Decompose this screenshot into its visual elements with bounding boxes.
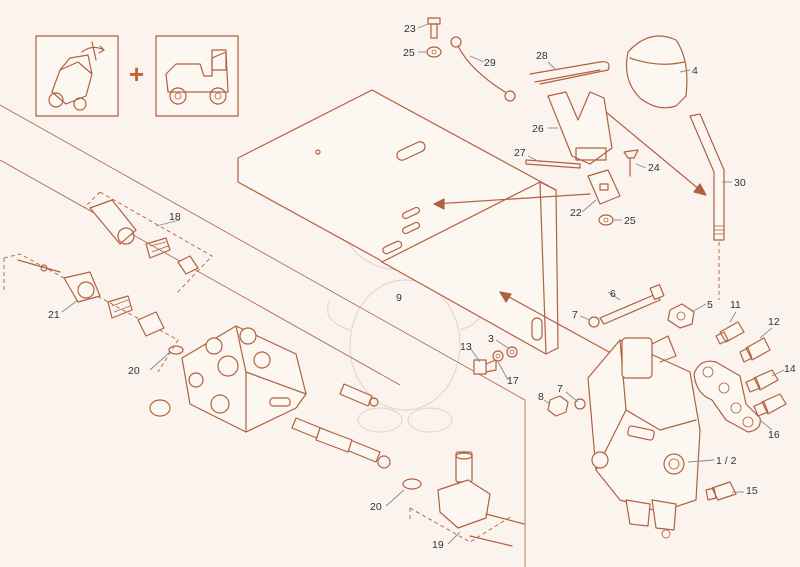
callout-13: 13 bbox=[460, 341, 472, 353]
spool-group-21 bbox=[3, 253, 184, 373]
nut-8 bbox=[547, 395, 569, 417]
callout-22: 22 bbox=[570, 207, 582, 219]
callout-20b: 20 bbox=[370, 501, 382, 513]
actuator-19 bbox=[409, 451, 525, 547]
callout-16: 16 bbox=[768, 429, 780, 441]
o-ring-20 bbox=[402, 478, 422, 490]
control-valve bbox=[587, 335, 701, 539]
pin-clip-28 bbox=[529, 61, 610, 85]
valve-section bbox=[149, 325, 307, 433]
fitting-12 bbox=[739, 337, 771, 363]
callout-25b: 25 bbox=[624, 215, 636, 227]
bolt-13 bbox=[473, 359, 497, 375]
fitting-15 bbox=[705, 481, 737, 501]
arrow-plate bbox=[499, 291, 621, 359]
nut-5 bbox=[667, 303, 695, 329]
frame-line-a bbox=[0, 104, 526, 567]
long-bolt-6 bbox=[599, 283, 665, 325]
screw-24 bbox=[623, 149, 639, 177]
callout-3: 3 bbox=[488, 333, 494, 345]
fitting-14 bbox=[745, 369, 779, 393]
dumper-vehicle-icon bbox=[155, 35, 239, 117]
callout-15: 15 bbox=[746, 485, 758, 497]
callouts: 23 25 29 28 4 26 27 24 30 22 25 18 9 6 5… bbox=[48, 23, 796, 551]
callout-19: 19 bbox=[432, 539, 444, 551]
callout-4: 4 bbox=[692, 65, 698, 77]
callout-14: 14 bbox=[784, 363, 796, 375]
rod-27 bbox=[525, 159, 581, 169]
callout-20a: 20 bbox=[128, 365, 140, 377]
fitting-16 bbox=[753, 393, 787, 417]
callout-21: 21 bbox=[48, 309, 60, 321]
callout-26: 26 bbox=[532, 123, 544, 135]
lever-30 bbox=[689, 113, 725, 300]
plus-sign: + bbox=[129, 59, 144, 89]
callout-8: 8 bbox=[538, 391, 544, 403]
block-22 bbox=[587, 169, 621, 205]
frame-line-b bbox=[0, 159, 401, 386]
callout-7a: 7 bbox=[572, 309, 578, 321]
callout-17: 17 bbox=[507, 375, 519, 387]
callout-7b: 7 bbox=[557, 383, 563, 395]
solenoid-group-18 bbox=[83, 191, 213, 295]
nut-25-top bbox=[426, 46, 442, 58]
callout-18: 18 bbox=[169, 211, 181, 223]
mounting-plate bbox=[237, 89, 559, 355]
lanyard-29 bbox=[450, 36, 516, 102]
washer-17 bbox=[492, 350, 504, 362]
steering-control-icon bbox=[35, 35, 119, 117]
washer-3 bbox=[506, 346, 518, 358]
callout-27: 27 bbox=[514, 147, 526, 159]
arrowhead-plate bbox=[499, 291, 512, 303]
callout-12: 12 bbox=[768, 316, 780, 328]
callout-29: 29 bbox=[484, 57, 496, 69]
callout-11: 11 bbox=[730, 299, 741, 311]
nut-25-lower bbox=[598, 214, 614, 226]
callout-1-2: 1 / 2 bbox=[716, 455, 737, 467]
callout-5: 5 bbox=[707, 299, 713, 311]
washer-7 bbox=[588, 316, 600, 328]
callout-24: 24 bbox=[648, 162, 660, 174]
arrowhead-left bbox=[433, 198, 445, 210]
knob-4 bbox=[625, 35, 688, 109]
leader-lines bbox=[61, 23, 785, 545]
bracket-26 bbox=[547, 91, 613, 165]
callout-9: 9 bbox=[396, 292, 402, 304]
callout-25a: 25 bbox=[403, 47, 415, 59]
callout-23: 23 bbox=[404, 23, 416, 35]
arrow-left bbox=[433, 193, 591, 205]
arrow-lever bbox=[605, 111, 701, 191]
callout-30: 30 bbox=[734, 177, 746, 189]
bolt-23 bbox=[427, 17, 441, 39]
callout-6: 6 bbox=[610, 288, 616, 300]
seal-plate bbox=[693, 360, 761, 433]
fitting-11 bbox=[715, 321, 745, 345]
arrowhead-lever bbox=[693, 183, 707, 196]
spool-rod bbox=[291, 383, 391, 469]
callout-28: 28 bbox=[536, 50, 548, 62]
